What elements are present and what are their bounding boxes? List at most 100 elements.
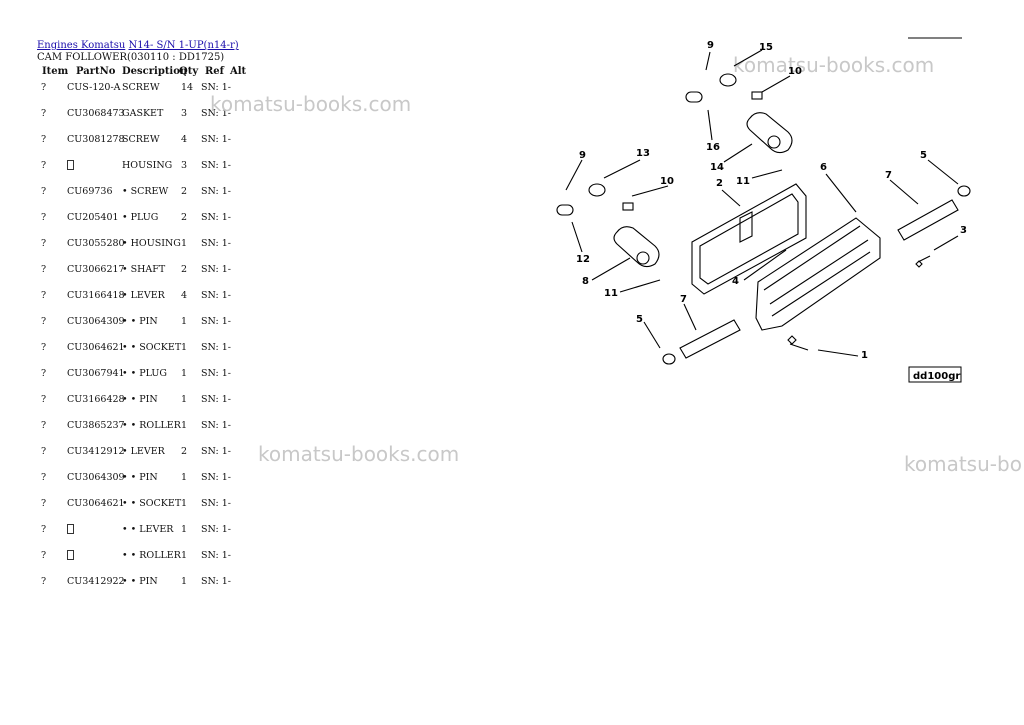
qty-cell: 3 <box>181 108 188 119</box>
description-cell: GASKET <box>122 108 164 119</box>
gasket-inner <box>699 193 799 285</box>
item-cell: ? <box>41 394 47 405</box>
item-cell: ? <box>41 186 47 197</box>
qty-cell: 2 <box>181 186 188 197</box>
housing-detail <box>763 225 871 317</box>
qty-cell: 1 <box>181 472 188 483</box>
partno-cell: CU3064621 <box>67 498 125 509</box>
description-cell: • • LEVER <box>122 524 174 535</box>
callout-label: 7 <box>885 170 892 181</box>
partno-cell <box>67 524 74 536</box>
qty-cell: 3 <box>181 160 188 171</box>
callout-label: 13 <box>636 148 650 159</box>
callout-label: 5 <box>920 150 927 161</box>
figure-code: dd100gr <box>913 371 960 382</box>
partno-cell: CU69736 <box>67 186 113 197</box>
description-cell: SCREW <box>122 82 160 93</box>
gasket-part <box>691 183 807 295</box>
item-cell: ? <box>41 342 47 353</box>
ref-cell: SN: 1- <box>201 212 231 223</box>
ref-cell: SN: 1- <box>201 316 231 327</box>
qty-cell: 1 <box>181 394 188 405</box>
header-description: Description <box>122 66 188 77</box>
qty-cell: 1 <box>181 238 188 249</box>
callout-label: 8 <box>582 276 589 287</box>
breadcrumb-engines-link[interactable]: Engines Komatsu <box>37 40 126 51</box>
partno-cell: CU3865237 <box>67 420 125 431</box>
callout-label: 15 <box>759 42 773 53</box>
partno-cell: CU3067941 <box>67 368 125 379</box>
qty-cell: 1 <box>181 524 188 535</box>
description-cell: • • PIN <box>122 394 158 405</box>
qty-cell: 1 <box>181 420 188 431</box>
ref-cell: SN: 1- <box>201 342 231 353</box>
plug-part <box>957 185 971 197</box>
ref-cell: SN: 1- <box>201 160 231 171</box>
header-ref: Ref <box>205 66 224 77</box>
callout-label: 3 <box>960 225 967 236</box>
ref-cell: SN: 1- <box>201 472 231 483</box>
callout-label: 12 <box>576 254 590 265</box>
item-cell: ? <box>41 316 47 327</box>
callout-label: 11 <box>604 288 618 299</box>
item-cell: ? <box>41 550 47 561</box>
socket-part <box>719 73 737 87</box>
partno-cell: CU3064309 <box>67 472 125 483</box>
ref-cell: SN: 1- <box>201 576 231 587</box>
ref-cell: SN: 1- <box>201 238 231 249</box>
description-cell: • • PIN <box>122 576 158 587</box>
ref-cell: SN: 1- <box>201 524 231 535</box>
ref-cell: SN: 1- <box>201 550 231 561</box>
qty-cell: 1 <box>181 498 188 509</box>
qty-cell: 14 <box>181 82 194 93</box>
ref-cell: SN: 1- <box>201 446 231 457</box>
description-cell: • • ROLLER <box>122 550 181 561</box>
plug-part <box>751 91 763 100</box>
screw-part <box>915 255 931 268</box>
partno-cell: CU3064621 <box>67 342 125 353</box>
screw-part <box>787 335 809 351</box>
qty-cell: 4 <box>181 290 188 301</box>
partno-cell: CU3412912 <box>67 446 125 457</box>
callout-label: 1 <box>861 350 868 361</box>
description-cell: • • PIN <box>122 316 158 327</box>
partno-cell: CU205401 <box>67 212 119 223</box>
callout-label: 6 <box>820 162 827 173</box>
ref-cell: SN: 1- <box>201 368 231 379</box>
partno-cell: CU3068473 <box>67 108 125 119</box>
ref-cell: SN: 1- <box>201 134 231 145</box>
header-partno: PartNo <box>76 66 116 77</box>
socket-part <box>588 183 606 197</box>
roller-part <box>636 251 650 265</box>
partno-cell: CU3166418 <box>67 290 125 301</box>
ref-cell: SN: 1- <box>201 420 231 431</box>
item-cell: ? <box>41 498 47 509</box>
missing-glyph-icon <box>67 160 74 170</box>
description-cell: • LEVER <box>122 290 165 301</box>
item-cell: ? <box>41 264 47 275</box>
description-cell: • • PIN <box>122 472 158 483</box>
qty-cell: 1 <box>181 316 188 327</box>
qty-cell: 1 <box>181 342 188 353</box>
item-cell: ? <box>41 134 47 145</box>
partno-cell: CU3066217 <box>67 264 125 275</box>
item-cell: ? <box>41 108 47 119</box>
partno-cell: CU3064309 <box>67 316 125 327</box>
ref-cell: SN: 1- <box>201 82 231 93</box>
qty-cell: 2 <box>181 212 188 223</box>
roller-part <box>767 135 781 149</box>
item-cell: ? <box>41 82 47 93</box>
figure-code-box <box>908 366 962 383</box>
breadcrumb-model-link[interactable]: N14- S/N 1-UP(n14-r) <box>128 40 239 51</box>
item-cell: ? <box>41 524 47 535</box>
partno-cell <box>67 160 74 172</box>
partno-cell: CU3166428 <box>67 394 125 405</box>
description-cell: • • ROLLER <box>122 420 181 431</box>
watermark: komatsu-books.com <box>258 442 460 466</box>
callout-label: 10 <box>660 176 674 187</box>
qty-cell: 4 <box>181 134 188 145</box>
callout-label: 10 <box>788 66 802 77</box>
watermark: komatsu-books.com <box>210 92 412 116</box>
callout-label: 9 <box>707 40 714 51</box>
description-cell: • • SOCKET <box>122 498 182 509</box>
